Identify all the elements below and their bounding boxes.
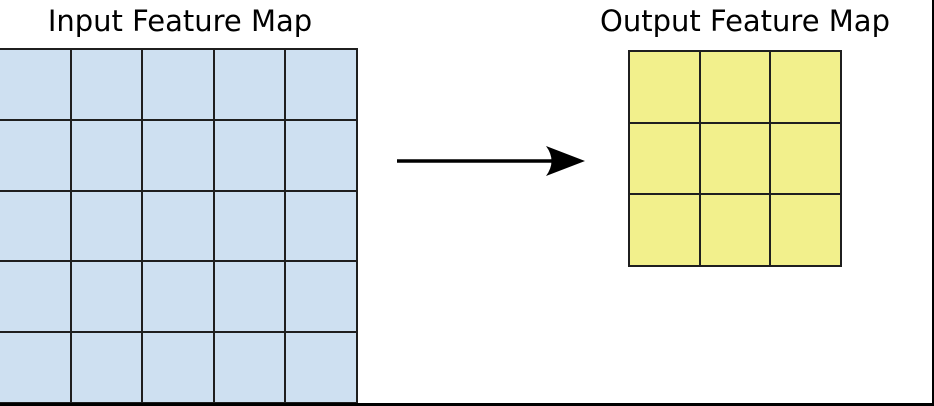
arrow-head	[546, 146, 585, 176]
grid-cell	[71, 262, 142, 332]
grid-cell	[0, 262, 70, 332]
grid-cell	[630, 123, 699, 194]
right-arrow-icon	[397, 146, 585, 176]
grid-cell	[214, 262, 285, 332]
grid-cell	[71, 50, 142, 119]
grid-cell	[286, 262, 356, 332]
grid-cell	[286, 120, 356, 190]
grid-cell	[286, 333, 356, 402]
grid-cell	[771, 123, 840, 194]
output-feature-map-title: Output Feature Map	[600, 4, 890, 38]
grid-cell	[143, 120, 213, 190]
grid-cell	[700, 195, 770, 265]
grid-cell	[143, 262, 213, 332]
grid-cell	[286, 50, 356, 119]
input-feature-map-grid	[0, 48, 358, 403]
grid-cell	[630, 52, 699, 122]
grid-cell	[0, 50, 70, 119]
grid-cell	[700, 52, 770, 122]
grid-cell	[71, 120, 142, 190]
grid-cell	[214, 333, 285, 402]
grid-cell	[214, 120, 285, 190]
grid-cell	[630, 195, 699, 265]
grid-cell	[0, 120, 70, 190]
grid-cell	[286, 191, 356, 261]
input-feature-map-title: Input Feature Map	[47, 4, 313, 38]
grid-cell	[143, 191, 213, 261]
grid-cell	[214, 191, 285, 261]
grid-cell	[143, 50, 213, 119]
grid-cell	[771, 195, 840, 265]
grid-cell	[143, 333, 213, 402]
grid-cell	[0, 333, 70, 402]
grid-cell	[0, 191, 70, 261]
grid-cell	[700, 123, 770, 194]
grid-cell	[771, 52, 840, 122]
output-feature-map-grid	[628, 50, 842, 267]
grid-cell	[214, 50, 285, 119]
grid-cell	[71, 191, 142, 261]
grid-cell	[71, 333, 142, 402]
